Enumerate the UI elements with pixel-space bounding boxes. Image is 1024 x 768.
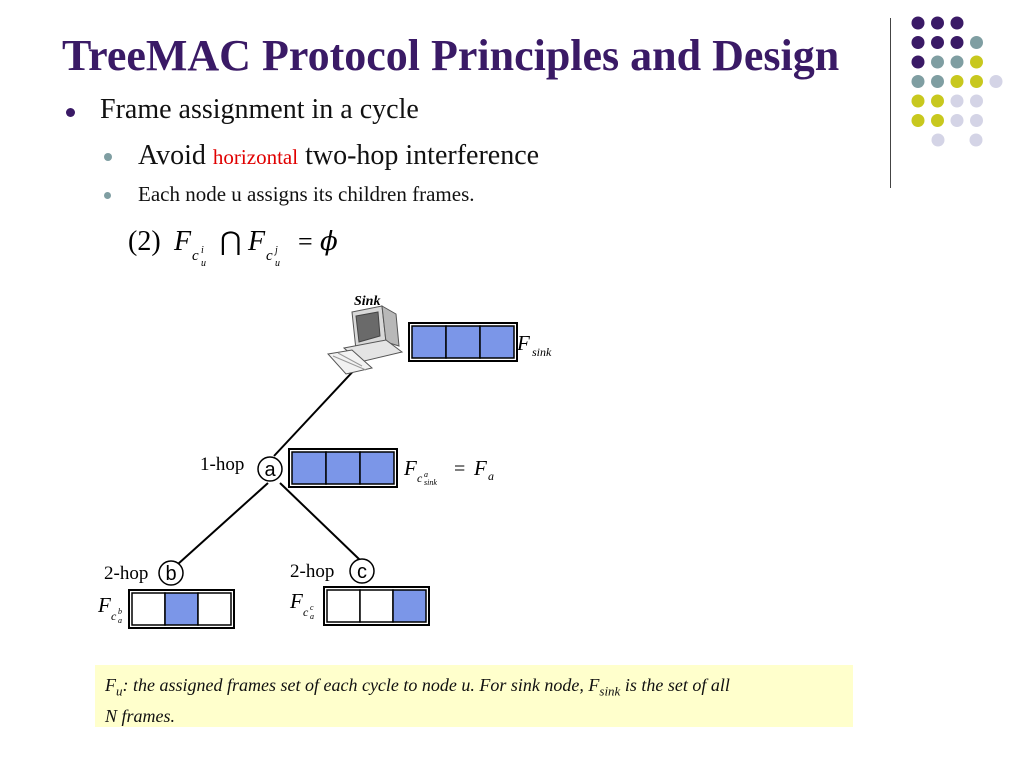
- definition-note: Fu: the assigned frames set of each cycl…: [95, 665, 853, 727]
- frame-slot: [479, 325, 515, 359]
- title-divider: [890, 18, 891, 188]
- node-a-circle: [257, 456, 283, 482]
- frame-slot: [359, 589, 394, 623]
- fb-sup: b: [118, 607, 122, 616]
- fc-sup: c: [310, 603, 314, 612]
- formula-number: (2): [128, 226, 161, 257]
- frame-slot: [131, 592, 166, 626]
- frame-slot: [392, 589, 427, 623]
- note-text3: N frames.: [105, 705, 176, 726]
- bullet-avoid-suffix: two-hop interference: [305, 140, 540, 171]
- formula-sup-j: j: [273, 245, 278, 256]
- fc-sub: a: [310, 612, 314, 621]
- node-c-circle: [349, 558, 375, 584]
- fa-F: F: [403, 456, 417, 480]
- formula-F1: F: [173, 226, 192, 257]
- fb-F: F: [97, 593, 111, 617]
- bullet-node-assigns: Each node u assigns its children frames.: [138, 182, 475, 206]
- bullet-dot-l2a: [104, 153, 112, 161]
- edge-sink-a: [273, 365, 359, 457]
- fa-rhs-sub: a: [488, 469, 494, 483]
- frame-slot: [197, 592, 232, 626]
- sink-computer-icon: [327, 305, 404, 375]
- note-F: F: [105, 675, 116, 695]
- frame-row-sink: [408, 322, 518, 362]
- hop1-label: 1-hop: [200, 454, 244, 475]
- formula-empty-set: ϕ: [320, 227, 338, 257]
- formula-equals: =: [298, 227, 313, 256]
- hop2-c-label: 2-hop: [290, 561, 334, 582]
- note-text1: : the assigned frames set of each cycle …: [122, 675, 600, 695]
- formula-sub-u2: u: [275, 258, 280, 269]
- node-b-label: b: [165, 563, 176, 585]
- fa-c: c: [417, 471, 423, 485]
- fc-c: c: [303, 605, 309, 619]
- bullet-frame-assignment: Frame assignment in a cycle: [100, 94, 419, 125]
- note-u-sub: u: [116, 683, 123, 699]
- frame-slot: [325, 451, 361, 485]
- sink-frame-F: F: [516, 331, 530, 355]
- formula-cap: ⋂: [220, 227, 241, 257]
- node-a-label: a: [264, 459, 276, 481]
- fa-equals: =: [454, 458, 465, 480]
- edge-a-b: [177, 482, 269, 565]
- node-c-label: c: [357, 561, 367, 583]
- fc-F: F: [289, 589, 303, 613]
- node-b-circle: [158, 560, 184, 586]
- frame-slot: [359, 451, 395, 485]
- fb-sub: a: [118, 616, 122, 625]
- frame-slot: [326, 589, 361, 623]
- formula-two: (2) F c i u ⋂ F c j u = ϕ: [128, 226, 338, 269]
- formula-F2: F: [247, 226, 266, 257]
- edge-a-c: [279, 482, 361, 561]
- frame-row-c: [323, 586, 430, 626]
- frame-slot: [411, 325, 447, 359]
- frame-row-a: [288, 448, 398, 488]
- formula-sub-u1: u: [201, 258, 206, 269]
- frame-slot: [445, 325, 481, 359]
- frame-row-b: [128, 589, 235, 629]
- hop2-b-label: 2-hop: [104, 563, 148, 584]
- note-text2: is the set of all: [620, 675, 730, 695]
- bullet-dot-l2b: [104, 192, 111, 199]
- bullet-dot-l1: [66, 108, 75, 117]
- frame-slot: [164, 592, 199, 626]
- formula-sup-i: i: [201, 245, 204, 256]
- slide-title: TreeMAC Protocol Principles and Design: [62, 31, 840, 80]
- frame-slot: [291, 451, 327, 485]
- fa-sub: sink: [424, 478, 437, 487]
- fa-sup: a: [424, 470, 428, 479]
- bullet-avoid-highlight: horizontal: [212, 145, 299, 169]
- formula-c2: c: [266, 248, 273, 264]
- fa-rhs-F: F: [473, 456, 487, 480]
- bullet-avoid-prefix: Avoid: [138, 140, 206, 171]
- bullet-avoid-interference: Avoid horizontal two-hop interference: [138, 140, 539, 172]
- fb-c: c: [111, 609, 117, 623]
- sink-frame-sub: sink: [532, 345, 552, 359]
- formula-c1: c: [192, 248, 199, 264]
- note-sink-sub: sink: [599, 683, 621, 699]
- sink-label: Sink: [354, 294, 380, 309]
